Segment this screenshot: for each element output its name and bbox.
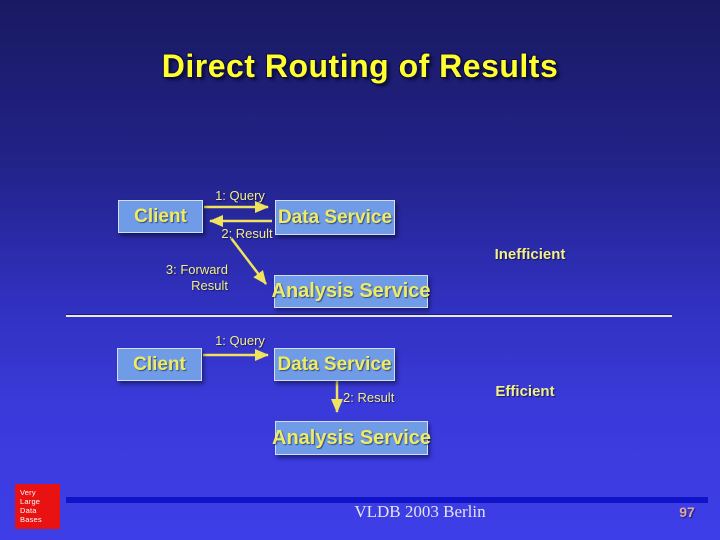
node-data-service-top: Data Service (275, 200, 395, 235)
node-analysis-service-top: Analysis Service (272, 275, 431, 308)
vldb-logo: Very Large Data Bases (15, 484, 60, 529)
logo-line-4: Bases (20, 515, 42, 524)
node-analysis-service-bottom: Analysis Service (272, 421, 431, 455)
edge-label-forward-result: 3: Forward Result (146, 262, 228, 294)
arrow-forward-result (230, 237, 267, 285)
node-data-service-bottom: Data Service (274, 348, 395, 381)
annotation-efficient: Efficient (495, 383, 555, 400)
annotation-inefficient: Inefficient (494, 246, 566, 263)
edge-label-query-bottom: 1: Query (215, 333, 265, 348)
logo-line-3: Data (20, 506, 37, 515)
section-divider (66, 315, 672, 317)
edge-label-query-top: 1: Query (215, 188, 265, 203)
conference-footer: VLDB 2003 Berlin (354, 502, 486, 521)
edge-label-result-top: 2: Result (221, 226, 273, 241)
forward-result-line2: Result (191, 278, 228, 293)
node-client-top: Client (118, 200, 203, 233)
logo-line-2: Large (20, 497, 41, 506)
logo-line-1: Very (20, 488, 36, 497)
page-number: 97 (679, 504, 695, 520)
node-client-bottom: Client (117, 348, 202, 381)
slide-title: Direct Routing of Results (161, 48, 559, 84)
footer-bar (66, 497, 708, 503)
edge-label-result-bottom: 2: Result (343, 390, 395, 405)
forward-result-line1: 3: Forward (165, 262, 228, 277)
